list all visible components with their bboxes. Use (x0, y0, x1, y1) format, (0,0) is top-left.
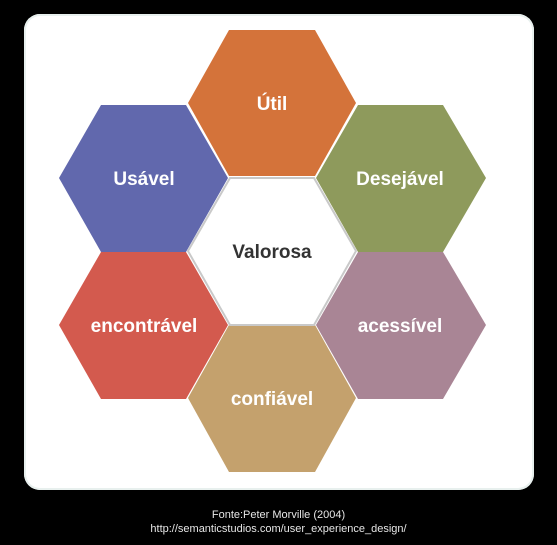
hex-acessivel-shape (316, 252, 486, 399)
hex-desejavel: Desejável (316, 105, 486, 252)
hex-encontravel-label: encontrável (91, 316, 198, 337)
hex-desejavel-shape (316, 105, 486, 252)
hex-acessivel: acessível (316, 252, 486, 399)
hex-desejavel-label: Desejável (356, 169, 444, 190)
caption-source: Fonte:Peter Morville (2004) (211, 509, 346, 521)
caption-url: http://semanticstudios.com/user_experien… (150, 523, 407, 535)
hex-usavel-label: Usável (113, 169, 174, 190)
hex-valorosa-shape (186, 177, 358, 326)
hex-encontravel: encontrável (59, 252, 228, 399)
hex-usavel-shape (59, 105, 228, 252)
hex-util: Útil (188, 30, 356, 176)
hex-usavel: Usável (59, 105, 228, 252)
hex-acessivel-label: acessível (358, 316, 443, 337)
hex-confiavel-label: confiável (231, 389, 313, 410)
hex-confiavel-shape (188, 325, 356, 472)
hex-encontravel-shape (59, 252, 228, 399)
hex-util-shape (188, 30, 356, 176)
hex-valorosa: Valorosa (186, 177, 358, 326)
hex-valorosa-label: Valorosa (232, 242, 312, 263)
hex-util-label: Útil (257, 93, 288, 115)
hex-confiavel: confiável (188, 325, 356, 472)
